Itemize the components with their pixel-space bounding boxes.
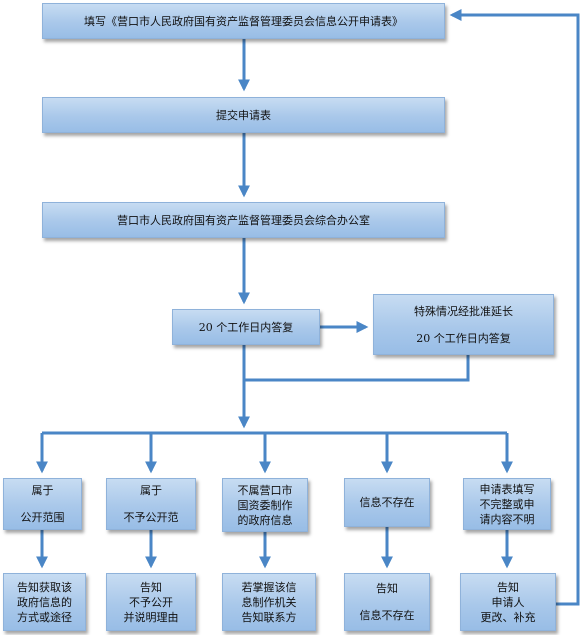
outcome-3-line-3: 告知联系方 xyxy=(241,610,297,624)
outcome-1-line-1: 告知获取该 xyxy=(17,580,72,594)
outcome-5-box: 告知 申请人 更改、补充 xyxy=(460,573,556,631)
category-3-line-2: 国资委制作 xyxy=(237,498,293,512)
category-1-line-2: 公开范围 xyxy=(20,511,65,524)
office-label: 营口市人民政府国有资产监督管理委员会综合办公室 xyxy=(117,213,370,227)
arrow-resubmit-loop xyxy=(449,8,580,606)
fill-form-box: 填写《营口市人民政府国有资产监督管理委员会信息公开申请表》 xyxy=(42,3,445,39)
outcome-4-box: 告知 信息不存在 xyxy=(344,573,430,631)
category-2-line-1: 属于 xyxy=(140,484,162,497)
category-1-box: 属于 公开范围 xyxy=(3,478,82,530)
outcome-5-line-3: 更改、补充 xyxy=(480,610,536,624)
submit-form-label: 提交申请表 xyxy=(216,108,271,122)
category-1-line-1: 属于 xyxy=(31,484,54,497)
category-2-box: 属于 不予公开范 xyxy=(106,478,196,530)
category-4-line-1: 信息不存在 xyxy=(359,496,415,509)
category-4-box: 信息不存在 xyxy=(344,478,430,527)
outcome-4-line-1: 告知 xyxy=(376,582,398,595)
outcome-2-line-2: 不予公开 xyxy=(129,595,173,609)
extension-line-1: 特殊情况经批准延长 xyxy=(414,304,513,318)
submit-form-box: 提交申请表 xyxy=(42,97,445,133)
extension-box: 特殊情况经批准延长 20 个工作日内答复 xyxy=(373,294,554,355)
outcome-2-line-1: 告知 xyxy=(140,580,162,594)
office-box: 营口市人民政府国有资产监督管理委员会综合办公室 xyxy=(42,202,445,238)
outcome-3-box: 若掌握该信 息制作机关 告知联系方 xyxy=(222,573,316,631)
category-5-line-1: 申请表填写 xyxy=(479,482,535,496)
outcome-1-line-2: 政府信息的 xyxy=(17,595,72,609)
category-5-line-3: 请内容不明 xyxy=(479,512,535,526)
reply-box: 20 个工作日内答复 xyxy=(172,309,320,345)
outcome-3-line-1: 若掌握该信 xyxy=(241,580,297,594)
category-3-line-3: 的政府信息 xyxy=(237,513,293,527)
category-2-line-2: 不予公开范 xyxy=(123,511,179,524)
category-5-line-2: 不完整或申 xyxy=(479,497,535,511)
reply-label: 20 个工作日内答复 xyxy=(198,320,294,334)
outcome-4-line-2: 信息不存在 xyxy=(359,609,415,622)
outcome-5-line-1: 告知 xyxy=(497,580,519,594)
extension-line-2: 20 个工作日内答复 xyxy=(416,331,511,345)
connector-extension-return xyxy=(244,355,470,382)
category-5-box: 申请表填写 不完整或申 请内容不明 xyxy=(463,478,551,530)
outcome-5-line-2: 申请人 xyxy=(491,595,525,609)
outcome-2-line-3: 并说明理由 xyxy=(123,610,179,624)
fill-form-label: 填写《营口市人民政府国有资产监督管理委员会信息公开申请表》 xyxy=(84,14,403,28)
outcome-3-line-2: 息制作机关 xyxy=(241,595,297,609)
category-3-line-1: 不属营口市 xyxy=(237,483,293,497)
outcome-1-box: 告知获取该 政府信息的 方式或途径 xyxy=(3,573,86,631)
outcome-1-line-3: 方式或途径 xyxy=(17,610,72,624)
category-3-box: 不属营口市 国资委制作 的政府信息 xyxy=(222,478,308,532)
outcome-2-box: 告知 不予公开 并说明理由 xyxy=(106,573,196,631)
